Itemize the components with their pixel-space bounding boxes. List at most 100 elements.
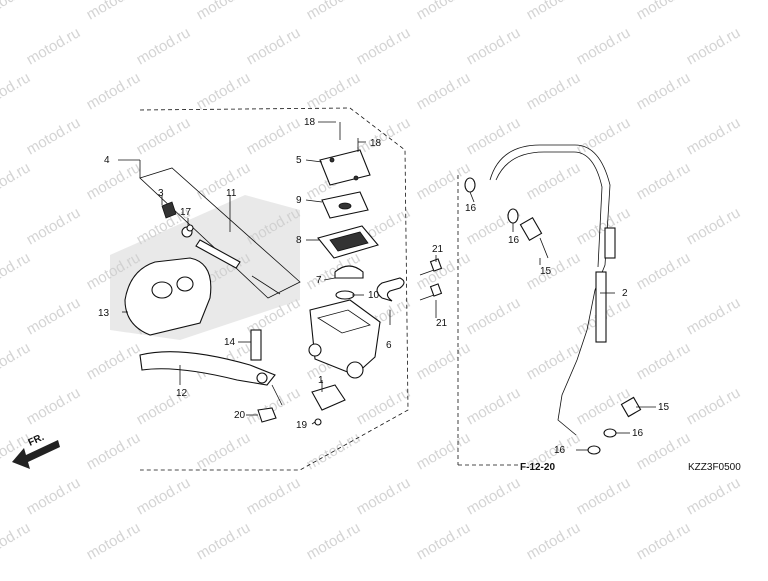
watermark-text: motod.ru [464, 294, 524, 338]
callout-5: 5 [296, 155, 302, 166]
callout-6: 6 [386, 340, 392, 351]
watermark-text: motod.ru [304, 0, 364, 23]
watermark-text: motod.ru [634, 69, 694, 113]
callout-21: 21 [436, 318, 448, 329]
o-ring [335, 290, 355, 300]
callout-4: 4 [104, 155, 110, 166]
leader-lines [118, 121, 656, 451]
spring [251, 275, 281, 295]
callout-2: 2 [622, 288, 628, 299]
watermark-text: motod.ru [574, 114, 634, 158]
watermark-text: motod.ru [414, 0, 474, 23]
washer-16-c [603, 428, 617, 438]
bolt-21-upper [419, 258, 443, 276]
watermark-text: motod.ru [84, 0, 144, 23]
watermark-text: motod.ru [464, 384, 524, 428]
watermark-text: motod.ru [414, 249, 474, 293]
watermark-text: motod.ru [0, 519, 33, 563]
pivot-bolt [250, 329, 262, 361]
watermark-text: motod.ru [0, 249, 33, 293]
watermark-text: motod.ru [684, 474, 744, 518]
watermark-text: motod.ru [0, 0, 33, 23]
callout-13: 13 [98, 308, 110, 319]
callout-1: 1 [318, 375, 324, 386]
watermark-text: motod.ru [244, 24, 304, 68]
watermark-text: motod.ru [354, 24, 414, 68]
watermark-text: motod.ru [414, 69, 474, 113]
banjo-bolt-lower [620, 396, 642, 418]
float [334, 265, 364, 279]
watermark-text: motod.ru [84, 69, 144, 113]
callout-20: 20 [234, 410, 246, 421]
watermark-text: motod.ru [524, 0, 584, 23]
callout-7: 7 [316, 275, 322, 286]
reservoir-cap-plate [319, 149, 371, 186]
callout-16: 16 [508, 235, 520, 246]
watermark-text: motod.ru [574, 204, 634, 248]
watermark-text: motod.ru [524, 159, 584, 203]
callout-16: 16 [632, 428, 644, 439]
watermark-text: motod.ru [464, 114, 524, 158]
banjo-bolt-upper [519, 216, 549, 259]
watermark-text: motod.ru [524, 249, 584, 293]
piston [195, 239, 241, 269]
watermark-text: motod.ru [634, 249, 694, 293]
washer-16-a [464, 177, 476, 193]
watermark-text: motod.ru [194, 429, 254, 473]
watermark-text: motod.ru [524, 339, 584, 383]
callout-14: 14 [224, 337, 236, 348]
bolt-21-lower [419, 283, 443, 301]
watermark-text: motod.ru [24, 294, 84, 338]
callout-16: 16 [554, 445, 566, 456]
watermark-text: motod.ru [524, 69, 584, 113]
watermark-text: motod.ru [304, 69, 364, 113]
pivot-nut [257, 407, 277, 423]
watermark-text: motod.ru [24, 384, 84, 428]
watermark-text: motod.ru [194, 519, 254, 563]
watermark-text: motod.ru [24, 474, 84, 518]
watermark-text: motod.ru [414, 429, 474, 473]
diagram-code: KZZ3F0500 [688, 462, 741, 473]
callout-8: 8 [296, 235, 302, 246]
callout-3: 3 [158, 188, 164, 199]
watermark-text: motod.ru [684, 24, 744, 68]
master-cylinder-body [309, 299, 381, 376]
watermark-text: motod.ru [684, 384, 744, 428]
watermark-text: motod.ru [24, 24, 84, 68]
watermark-text: motod.ru [354, 474, 414, 518]
front-direction-label: FR. [27, 432, 46, 449]
watermark-text: motod.ru [0, 159, 33, 203]
callout-18: 18 [304, 117, 316, 128]
watermark-text: motod.ru [464, 474, 524, 518]
watermark-text: motod.ru [24, 114, 84, 158]
brake-lever [139, 351, 276, 386]
watermark-text: motod.ru [464, 24, 524, 68]
watermark-text: motod.ru [84, 519, 144, 563]
watermark-text: motod.ru [684, 204, 744, 248]
watermark-text: motod.ru [574, 24, 634, 68]
hose-sleeve [595, 271, 607, 343]
washer-16-d [587, 445, 601, 455]
callout-15: 15 [658, 402, 670, 413]
watermark-text: motod.ru [0, 69, 33, 113]
watermark-text: motod.ru [134, 474, 194, 518]
watermark-text: motod.ru [134, 114, 194, 158]
watermark-text: motod.ru [414, 519, 474, 563]
watermark-text: motod.ru [524, 519, 584, 563]
watermark-text: motod.ru [194, 69, 254, 113]
callout-11: 11 [226, 188, 237, 199]
callout-19: 19 [296, 420, 308, 431]
callout-18: 18 [370, 138, 382, 149]
callout-10: 10 [368, 290, 380, 301]
watermark-text: motod.ru [244, 384, 304, 428]
watermark-text: motod.ru [24, 204, 84, 248]
watermark-text: motod.ru [84, 159, 144, 203]
washer-16-b [507, 208, 519, 224]
watermark-text: motod.ru [684, 294, 744, 338]
assembly-dashed-boundary [139, 107, 409, 471]
brake-switch [311, 384, 346, 411]
watermark-text: motod.ru [684, 114, 744, 158]
